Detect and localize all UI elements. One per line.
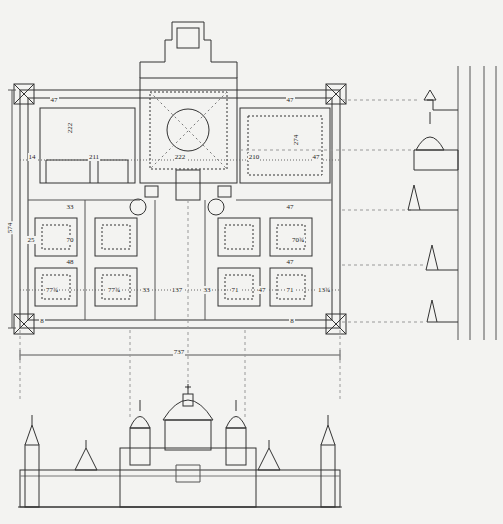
dimension-label: 70¾	[291, 236, 305, 244]
dimension-label: 48	[66, 258, 75, 266]
dimension-label: 210	[248, 153, 261, 161]
dimension-label: 222	[66, 122, 74, 135]
dimension-label: 14	[28, 153, 37, 161]
dimension-label: 737	[173, 348, 186, 356]
dimension-label: 33	[142, 286, 151, 294]
dimension-label: 71	[231, 286, 240, 294]
dimension-label: 211	[88, 153, 100, 161]
dimension-label: 77¾	[107, 286, 121, 294]
dimension-label: 77¾	[45, 286, 59, 294]
dimension-label: 47	[50, 96, 59, 104]
dimension-label: 13¾	[317, 286, 331, 294]
dimension-label: 33	[66, 203, 75, 211]
dimension-label: 274	[292, 134, 300, 147]
dimension-label: 222	[174, 153, 187, 161]
dimension-label: 8	[289, 317, 295, 325]
dimension-label: 137	[171, 286, 184, 294]
dimension-label: 33	[203, 286, 212, 294]
dimension-label: 47	[286, 258, 295, 266]
dimension-label: 574	[6, 222, 14, 235]
dimension-label: 47	[286, 203, 295, 211]
dimension-label: 47	[286, 96, 295, 104]
dimension-label: 8	[39, 317, 45, 325]
dimension-label: 70	[66, 236, 75, 244]
dimension-label: 47	[312, 153, 321, 161]
dimension-label: 71	[286, 286, 295, 294]
dimension-label: 25	[27, 236, 36, 244]
dimension-label: 47	[258, 286, 267, 294]
